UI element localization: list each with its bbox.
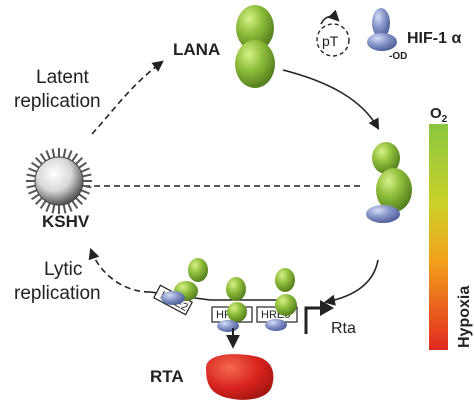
transcription-start-arrow: [304, 306, 324, 334]
lytic-label-line2: replication: [14, 283, 101, 304]
oxygen-gradient-bar: [429, 124, 448, 350]
rta-protein-label: RTA: [150, 367, 184, 386]
hif-label: HIF-1 α: [407, 30, 461, 47]
lytic-label-line1: Lytic: [44, 259, 82, 280]
hypoxia-label: Hypoxia: [456, 286, 473, 348]
pt-label: pT: [322, 33, 339, 49]
latent-label-line1: Latent: [36, 67, 90, 88]
lana-label: LANA: [173, 40, 220, 59]
lana-hif-complex: [366, 142, 412, 223]
kshv-label: KSHV: [42, 212, 90, 231]
pt-curl-arrow: [320, 9, 340, 25]
kshv-virus-icon: [26, 148, 92, 214]
latent-label-line2: replication: [14, 91, 101, 112]
rta-protein: [206, 354, 274, 400]
lana-protein: [235, 5, 275, 88]
bound-complex-hre5: [217, 277, 247, 332]
association-arrow: [282, 69, 380, 130]
o2-label: O2: [430, 105, 448, 125]
transcription-arrow-head: [320, 300, 334, 316]
binding-arrow: [323, 259, 379, 306]
rta-gene-label: Rta: [331, 320, 356, 337]
phosphothreonine-marker: pT: [316, 23, 350, 57]
hif1a-protein: [367, 8, 397, 51]
lytic-arrow: [88, 247, 151, 293]
bound-complex-hre2: [161, 258, 208, 305]
od-label: -OD: [389, 51, 407, 62]
latent-arrow: [91, 60, 164, 135]
bound-complex-hre6: [265, 268, 297, 331]
